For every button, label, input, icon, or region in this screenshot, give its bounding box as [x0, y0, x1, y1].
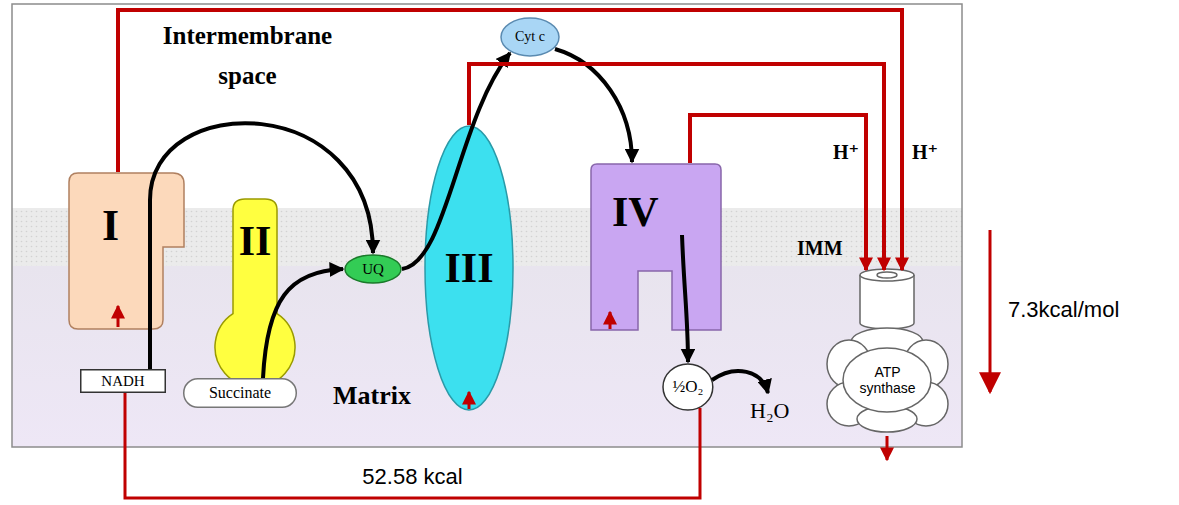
- node-text: ½O₂: [673, 378, 704, 397]
- node-text: ATP synthase: [852, 364, 924, 396]
- complex-four: IV: [590, 163, 722, 331]
- proton-arrow: [468, 392, 471, 409]
- node-text: Succinate: [209, 384, 271, 402]
- substrate-box: NADH: [80, 369, 166, 393]
- energy-arrow: [989, 230, 992, 392]
- water-arrow: [712, 371, 768, 393]
- complex-four-outline: [590, 163, 722, 331]
- complex-one-outline: [68, 172, 185, 330]
- membrane-label: IMM: [797, 236, 843, 260]
- complex-one: I: [68, 172, 185, 330]
- node-text: III: [444, 245, 493, 291]
- node-text: Cyt c: [515, 29, 545, 44]
- complex-two: II: [214, 198, 296, 388]
- energy-label: 7.3kcal/mol: [1008, 297, 1119, 323]
- atp-synthase: ATP synthase: [825, 268, 950, 434]
- proton-arrow: [609, 312, 612, 329]
- region-label: Intermembrane space: [160, 16, 335, 96]
- edge-label: 52.58 kcal: [359, 464, 465, 490]
- cytochrome-c: Cyt c: [500, 17, 560, 57]
- node-text: II: [239, 218, 272, 264]
- atp-synthase-outline: [825, 268, 950, 434]
- complex-three: III: [424, 125, 514, 411]
- oxygen-circle: ½O₂: [662, 363, 714, 411]
- node-text: I: [102, 202, 119, 250]
- proton-arrow: [117, 306, 120, 327]
- node-text: IV: [612, 189, 659, 235]
- proton-flow-line: [125, 393, 700, 498]
- proton-label: H⁺: [833, 140, 859, 164]
- region-label: Matrix: [333, 380, 411, 411]
- panel-border: [12, 4, 962, 447]
- intermembrane-region: [12, 4, 962, 447]
- node-text: UQ: [362, 261, 384, 278]
- node-text: NADH: [101, 373, 144, 390]
- proton-arrow: [886, 436, 889, 460]
- substrate-pill: Succinate: [183, 378, 297, 408]
- ubiquinone: UQ: [344, 254, 402, 284]
- product-label: H₂O: [750, 398, 789, 424]
- proton-label: H⁺: [912, 140, 938, 164]
